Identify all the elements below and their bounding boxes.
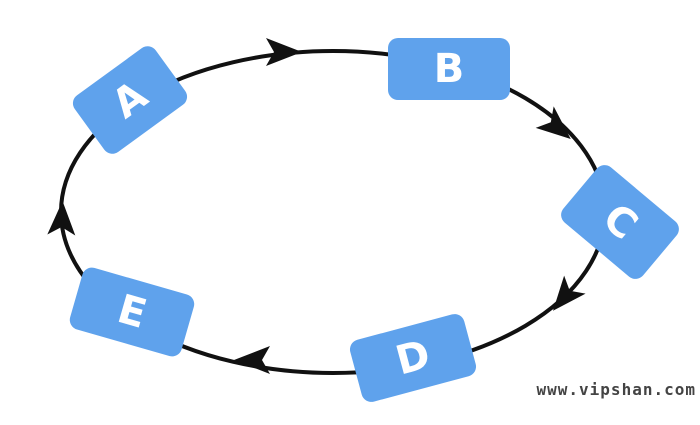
arrow-c-to-d bbox=[553, 275, 586, 311]
arrow-a-to-b bbox=[266, 38, 302, 66]
arrow-d-to-e bbox=[234, 346, 270, 374]
arrow-e-to-a bbox=[47, 201, 76, 236]
arrow-b-to-c bbox=[535, 106, 571, 139]
node-b: B bbox=[388, 38, 510, 100]
watermark: www.vipshan.com bbox=[536, 380, 696, 399]
